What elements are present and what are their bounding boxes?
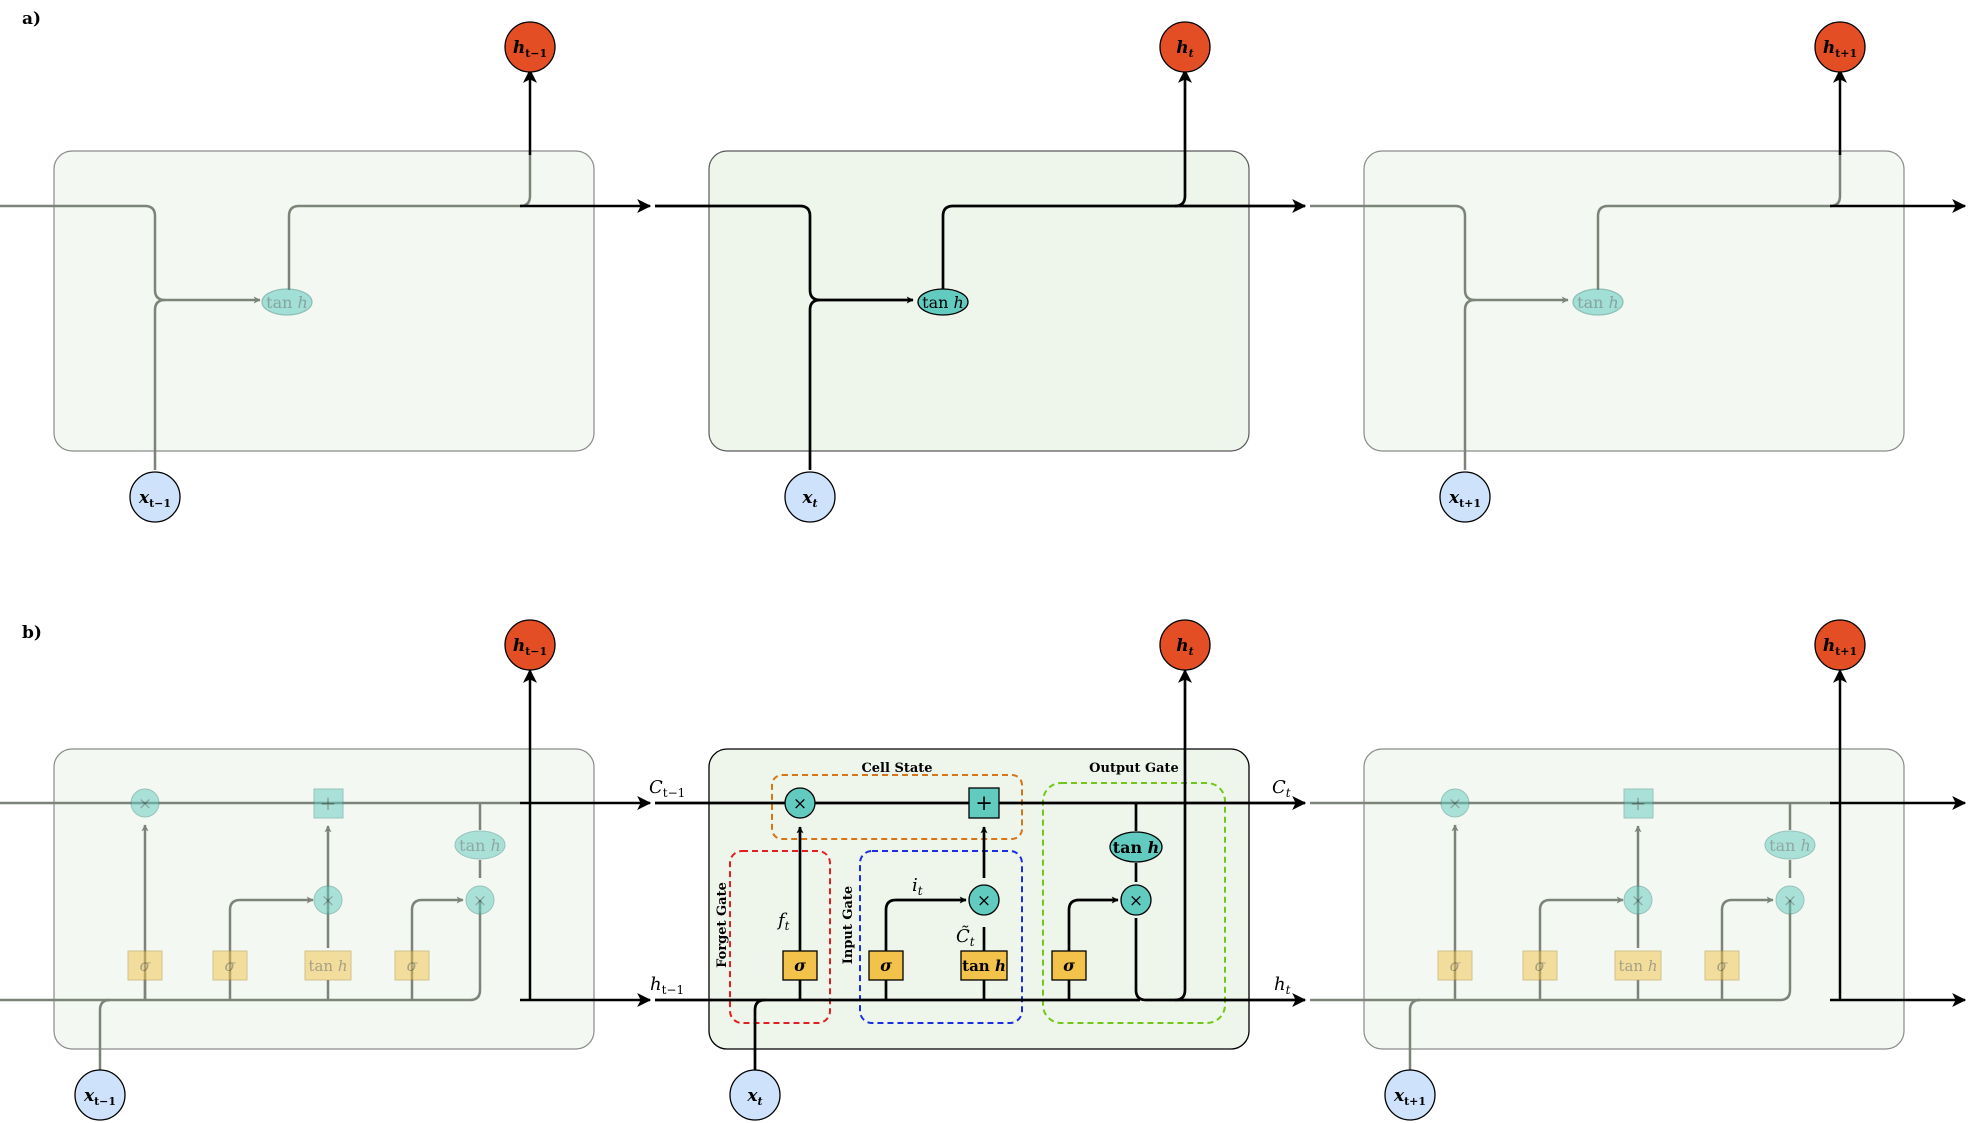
svg-text:ht+1: ht+1 — [1823, 636, 1857, 658]
cell-state-label: Cell State — [861, 761, 932, 776]
svg-text:xt−1: xt−1 — [138, 488, 171, 510]
svg-text:×: × — [1448, 794, 1462, 814]
output-node-a-current: ht — [1159, 21, 1211, 73]
svg-text:tan h: tan h — [1769, 836, 1811, 855]
i-label: it — [912, 875, 923, 898]
svg-text:σ: σ — [880, 956, 892, 975]
input-node-b-next: xt+1 — [1384, 1069, 1436, 1121]
svg-text:σ: σ — [1450, 956, 1462, 975]
lstm-cell-next-outputs — [1830, 668, 1967, 1007]
panel-label-b: b) — [22, 623, 42, 643]
forget-gate-group — [729, 850, 831, 1024]
lstm-cell-next-wires — [1310, 801, 1830, 1070]
rnn-cell-prev-wires — [0, 68, 652, 470]
svg-text:×: × — [473, 891, 487, 911]
svg-text:tan h: tan h — [266, 293, 308, 312]
svg-text:xt+1: xt+1 — [1448, 488, 1481, 510]
tanh-node-next-a: tan h — [1572, 288, 1624, 316]
svg-text:σ: σ — [1717, 956, 1729, 975]
svg-text:ht−1: ht−1 — [513, 38, 547, 60]
svg-text:×: × — [1783, 891, 1797, 911]
panel-label-a: a) — [22, 9, 41, 29]
svg-text:σ: σ — [1535, 956, 1547, 975]
input-gate-label: Input Gate — [841, 886, 856, 964]
svg-text:+: + — [975, 791, 993, 815]
rnn-cell-next-wires — [1310, 68, 1967, 470]
svg-text:σ: σ — [407, 956, 419, 975]
lstm-cell-next-ops: × + × × tan h σ σ tan h σ — [1437, 788, 1816, 981]
lstm-cell-prev-wires — [0, 801, 520, 1070]
forget-multiply-node: × — [784, 787, 816, 819]
svg-text:tan h: tan h — [1618, 957, 1657, 975]
output-multiply-node: × — [1120, 884, 1152, 916]
rnn-cell-prev — [53, 150, 595, 452]
forget-gate-label: Forget Gate — [715, 882, 730, 968]
svg-text:×: × — [1129, 891, 1143, 911]
rnn-cell-current-wires — [655, 68, 1307, 470]
output-tanh-node: tan h — [1109, 831, 1163, 863]
svg-text:xt: xt — [801, 488, 817, 510]
c-curr-label: Ct — [1272, 777, 1291, 800]
input-node-b-current: xt — [729, 1069, 781, 1121]
rnn-cells-row — [53, 150, 1905, 452]
svg-text:xt: xt — [746, 1086, 762, 1108]
lstm-cell-prev-ops: × + × × tan h σ σ tan h σ — [127, 788, 506, 981]
svg-text:tan h: tan h — [962, 957, 1006, 975]
svg-text:×: × — [138, 794, 152, 814]
svg-text:ht+1: ht+1 — [1823, 38, 1857, 60]
input-multiply-node: × — [968, 884, 1000, 916]
svg-text:σ: σ — [225, 956, 237, 975]
svg-text:ht−1: ht−1 — [513, 636, 547, 658]
c-prev-label: Ct−1 — [649, 777, 685, 800]
svg-text:tan h: tan h — [1113, 838, 1160, 857]
lstm-gate-groups — [729, 774, 1226, 1024]
h-prev-label: ht−1 — [650, 974, 684, 997]
svg-text:×: × — [977, 891, 991, 911]
svg-text:σ: σ — [140, 956, 152, 975]
svg-text:σ: σ — [794, 956, 806, 975]
input-gate-group — [859, 850, 1023, 1024]
lstm-cell-prev-outputs — [520, 668, 652, 1007]
svg-text:ht: ht — [1176, 636, 1193, 658]
forget-sigma-box: σ — [782, 950, 818, 981]
input-node-a-current: xt — [784, 471, 836, 523]
output-gate-label: Output Gate — [1089, 761, 1179, 776]
rnn-cell-current — [708, 150, 1250, 452]
svg-text:tan h: tan h — [922, 293, 964, 312]
cell-add-node: + — [968, 787, 1000, 819]
tanh-node-prev-a: tan h — [261, 288, 313, 316]
input-node-a-prev: xt−1 — [129, 471, 181, 523]
svg-text:xt−1: xt−1 — [83, 1086, 116, 1108]
input-node-a-next: xt+1 — [1439, 471, 1491, 523]
input-node-b-prev: xt−1 — [74, 1069, 126, 1121]
svg-text:×: × — [321, 891, 335, 911]
cell-state-group — [771, 774, 1023, 840]
rnn-cell-next — [1363, 150, 1905, 452]
output-node-b-prev: ht−1 — [504, 619, 556, 671]
c-tilde-label: C̃t — [956, 925, 975, 949]
output-node-b-next: ht+1 — [1814, 619, 1866, 671]
candidate-tanh-box: tan h — [960, 950, 1008, 981]
svg-text:tan h: tan h — [308, 957, 347, 975]
output-node-a-prev: ht−1 — [504, 21, 556, 73]
output-node-a-next: ht+1 — [1814, 21, 1866, 73]
svg-text:σ: σ — [1063, 956, 1075, 975]
output-sigma-box: σ — [1051, 950, 1087, 981]
input-sigma-box: σ — [868, 950, 904, 981]
h-curr-label: ht — [1274, 974, 1291, 997]
svg-text:×: × — [1631, 891, 1645, 911]
svg-text:+: + — [320, 791, 337, 815]
svg-text:×: × — [793, 794, 807, 814]
svg-text:tan h: tan h — [1577, 293, 1619, 312]
tanh-node-current-a: tan h — [917, 288, 969, 316]
svg-text:xt+1: xt+1 — [1393, 1086, 1426, 1108]
output-node-b-current: ht — [1159, 619, 1211, 671]
output-gate-group — [1042, 782, 1226, 1024]
svg-text:tan h: tan h — [459, 836, 501, 855]
svg-text:+: + — [1630, 791, 1647, 815]
svg-text:ht: ht — [1176, 38, 1193, 60]
